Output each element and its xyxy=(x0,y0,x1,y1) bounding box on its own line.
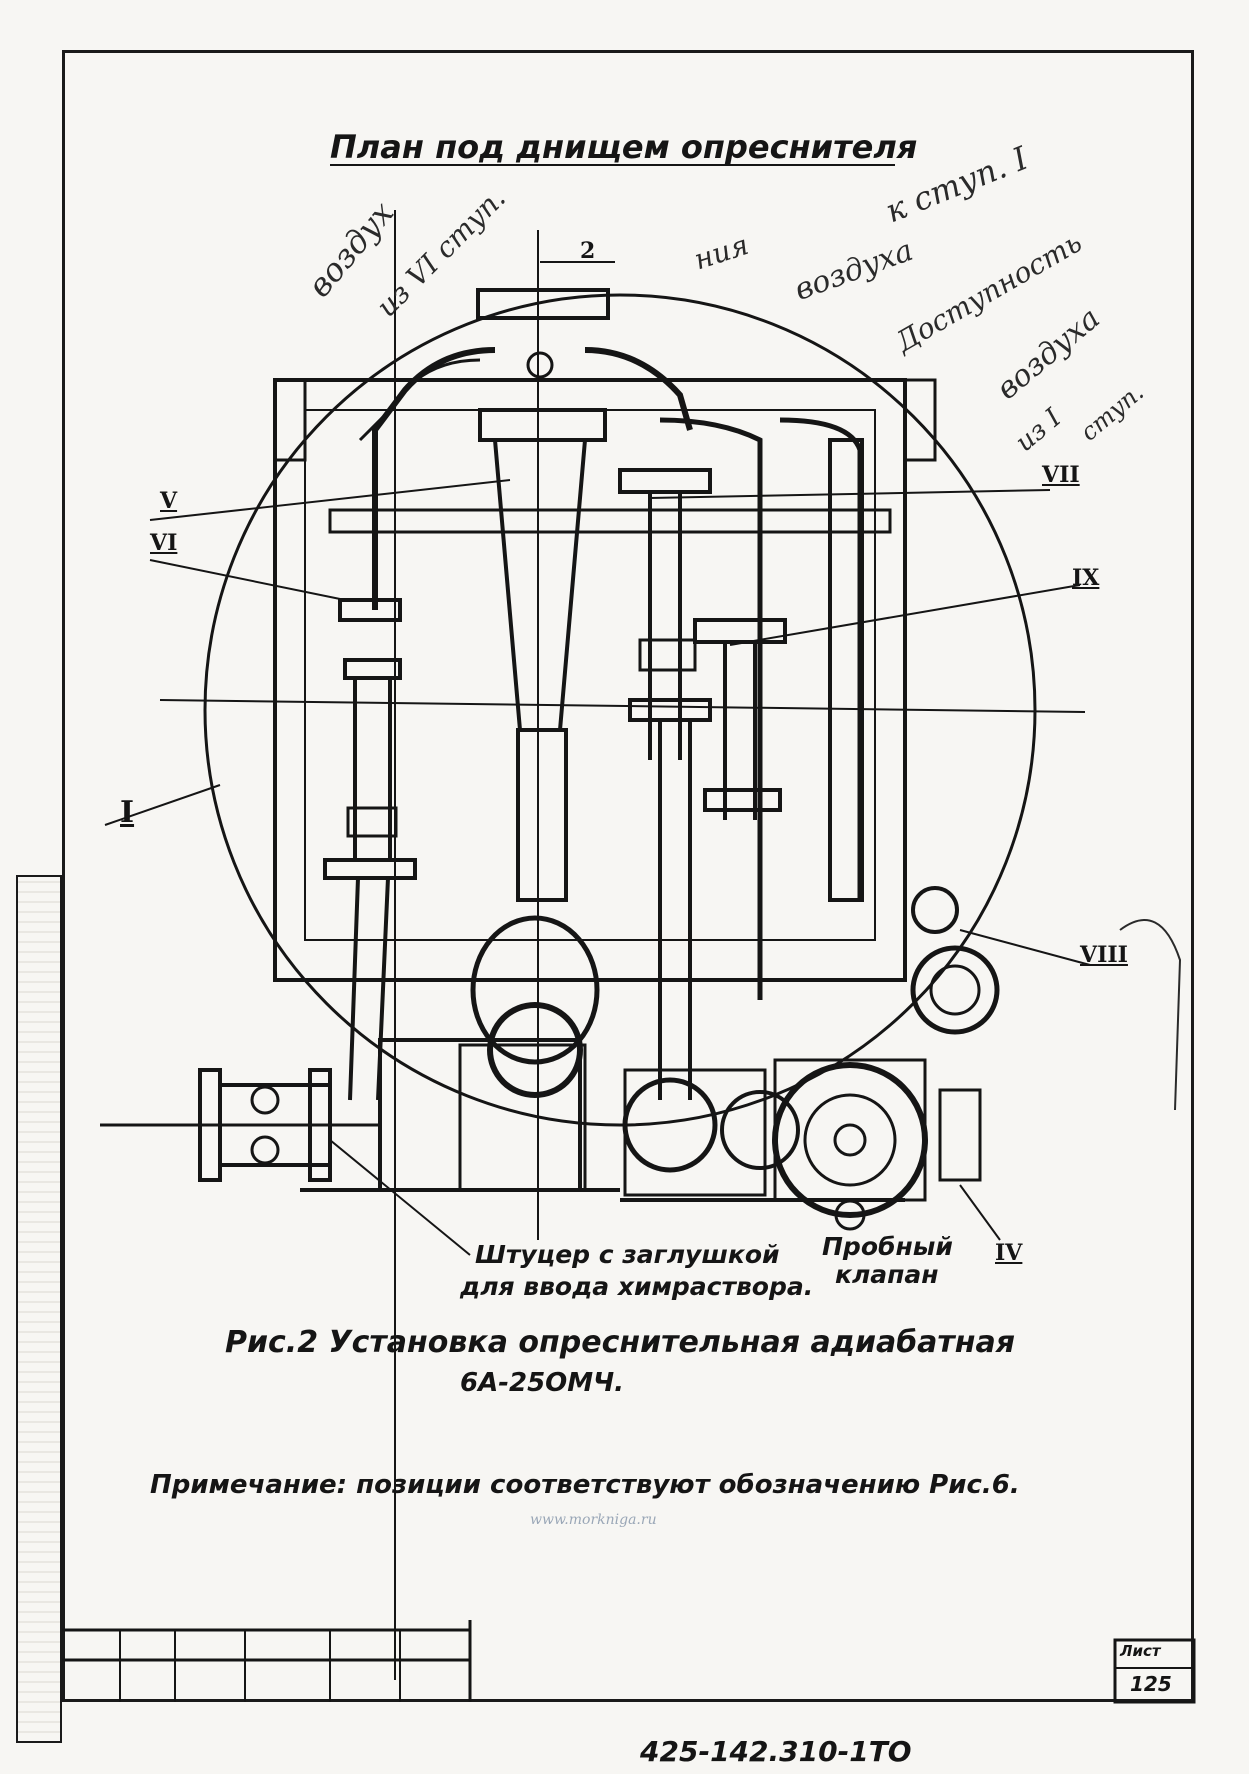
plan-title: План под днищем опреснителя xyxy=(330,128,918,166)
note-text: Примечание: позиции соответствуют обозна… xyxy=(150,1470,1020,1500)
position-label-iv: IV xyxy=(995,1240,1023,1266)
position-label-v: V xyxy=(160,488,178,514)
figure-caption-line1: Рис.2 Установка опреснительная адиабатна… xyxy=(225,1325,1016,1360)
drawing-frame xyxy=(62,50,1194,1702)
fitting-callout-line2: для ввода химраствора. xyxy=(460,1272,814,1301)
drawing-number: 425-142.310-1ТО xyxy=(640,1735,912,1768)
position-label-vi: VI xyxy=(150,530,178,556)
figure-caption-line2: 6А-25ОМЧ. xyxy=(460,1368,625,1398)
valve-callout-line1: Пробный xyxy=(822,1232,953,1261)
position-label-ix: IX xyxy=(1072,565,1100,591)
position-label-viii: VIII xyxy=(1080,942,1128,968)
vessel-outline xyxy=(203,293,1037,1127)
valve-callout-line2: клапан xyxy=(835,1260,939,1289)
position-label-2: 2 xyxy=(580,238,596,264)
fitting-callout-line1: Штуцер с заглушкой xyxy=(475,1240,780,1269)
position-label-vii: VII xyxy=(1042,462,1080,488)
position-label-i: I xyxy=(120,795,135,830)
binding-strip xyxy=(16,875,62,1743)
sheet-number: 125 xyxy=(1130,1672,1172,1696)
sheet-label: Лист xyxy=(1120,1642,1161,1660)
watermark: www.morkniga.ru xyxy=(530,1512,657,1528)
